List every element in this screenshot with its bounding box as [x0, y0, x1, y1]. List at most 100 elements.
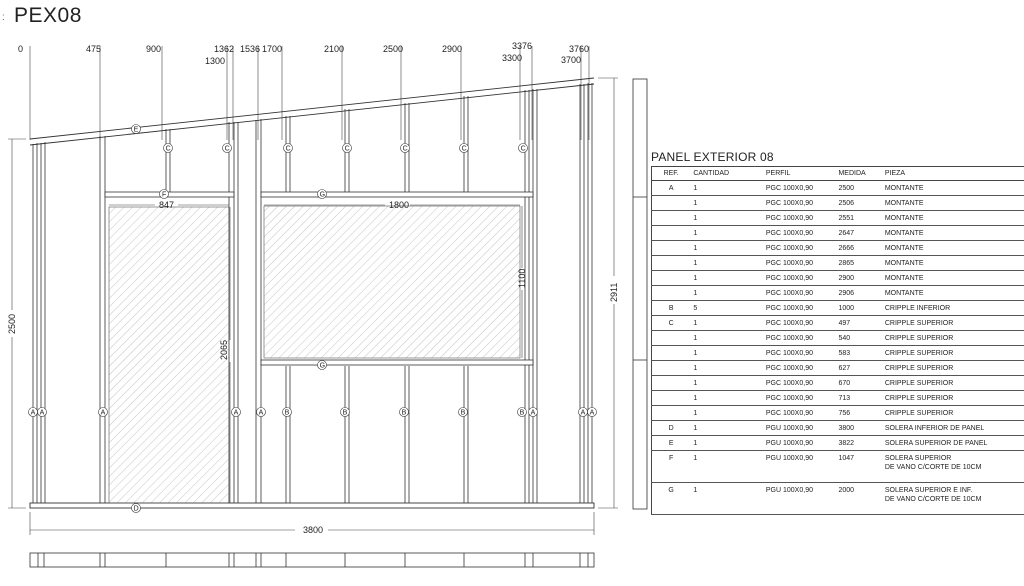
- dim-left-height: 2500: [7, 314, 17, 334]
- dim-top-900: 900: [146, 44, 161, 54]
- opening1-header-f: [104, 191, 235, 198]
- svg-text:A: A: [234, 410, 239, 417]
- dim-opening2-height: 1100: [517, 269, 527, 288]
- cell-ref: [651, 210, 691, 226]
- cell-profile: PGC 100X0,90: [762, 375, 836, 391]
- cell-qty: 1: [690, 420, 763, 436]
- cell-profile: PGU 100X0,90: [762, 435, 836, 451]
- cell-ref: D: [651, 420, 691, 436]
- cell-ref: [651, 345, 691, 361]
- svg-text:A: A: [590, 410, 595, 417]
- tag-stud-a-5: A: [256, 407, 266, 417]
- tag-stud-a-8: A: [587, 407, 597, 417]
- cell-size: 2506: [835, 195, 882, 211]
- dim-right-height: 2911: [609, 283, 619, 302]
- dim-top-2500: 2500: [383, 44, 403, 54]
- bottom-plate-d: [29, 502, 595, 509]
- svg-text:G: G: [320, 363, 325, 370]
- cell-qty: 1: [690, 345, 763, 361]
- cell-qty: 1: [690, 315, 763, 331]
- cell-profile: PGC 100X0,90: [762, 195, 836, 211]
- cell-piece: CRIPPLE SUPERIOR: [881, 405, 1024, 421]
- cell-ref: [651, 255, 691, 271]
- cell-profile: PGC 100X0,90: [762, 390, 836, 406]
- cell-piece: CRIPPLE SUPERIOR: [881, 360, 1024, 376]
- tag-stud-a-3: A: [98, 407, 108, 417]
- cell-profile: PGC 100X0,90: [762, 210, 836, 226]
- svg-text:A: A: [40, 410, 45, 417]
- cell-size: 627: [835, 360, 882, 376]
- tag-cripple-b-1: B: [282, 407, 292, 417]
- svg-text:C: C: [166, 146, 171, 153]
- cell-piece: CRIPPLE SUPERIOR: [881, 345, 1024, 361]
- svg-text:C: C: [403, 146, 408, 153]
- part-tags: E D F G G C C C C C C C A A A A A B B B …: [28, 124, 597, 513]
- dim-top-1300: 1300: [205, 56, 225, 66]
- dim-opening2-width: 1800: [389, 200, 409, 210]
- cell-piece: CRIPPLE SUPERIOR: [881, 330, 1024, 346]
- cell-piece: SOLERA SUPERIOR E INF.DE VANO C/CORTE DE…: [881, 482, 1024, 515]
- cell-size: 670: [835, 375, 882, 391]
- cell-profile: PGC 100X0,90: [762, 270, 836, 286]
- panel-code-title: PEX08: [14, 4, 82, 27]
- cell-qty: 1: [690, 405, 763, 421]
- tag-stud-a-7: A: [578, 407, 588, 417]
- cell-ref: B: [651, 300, 691, 316]
- overall-width-dim: [29, 512, 595, 535]
- cell-size: 3800: [835, 420, 882, 436]
- left-height-dim: [8, 138, 26, 509]
- cell-qty: 1: [690, 270, 763, 286]
- cell-size: 2551: [835, 210, 882, 226]
- cell-profile: PGC 100X0,90: [762, 405, 836, 421]
- cell-qty: 5: [690, 300, 763, 316]
- cell-size: 2906: [835, 285, 882, 301]
- cell-qty: 1: [690, 360, 763, 376]
- cell-piece: CRIPPLE INFERIOR: [881, 300, 1024, 316]
- opening2-sill-g: [260, 359, 534, 366]
- svg-text:A: A: [581, 410, 586, 417]
- cell-size: 1047: [835, 450, 882, 483]
- dim-top-2900: 2900: [442, 44, 462, 54]
- svg-text:C: C: [462, 146, 467, 153]
- cell-qty: 1: [690, 255, 763, 271]
- tag-stud-a-2: A: [37, 407, 47, 417]
- cell-profile: PGC 100X0,90: [762, 315, 836, 331]
- opening1-hatch: [108, 206, 230, 504]
- cell-piece: MONTANTE: [881, 195, 1024, 211]
- cell-qty: 1: [690, 375, 763, 391]
- cell-profile: PGC 100X0,90: [762, 225, 836, 241]
- top-extension-lines: [29, 46, 590, 140]
- cell-profile: PGU 100X0,90: [762, 482, 836, 515]
- tag-bottom-plate-d: D: [131, 503, 141, 513]
- cell-piece: MONTANTE: [881, 180, 1024, 196]
- tag-cripple-c-2: C: [222, 143, 232, 153]
- cell-profile: PGC 100X0,90: [762, 300, 836, 316]
- tag-cripple-b-5: B: [517, 407, 527, 417]
- table-header-row: REF. CANTIDAD PERFIL MEDIDA PIEZA: [651, 166, 1024, 181]
- cell-piece: MONTANTE: [881, 225, 1024, 241]
- cell-piece: MONTANTE: [881, 270, 1024, 286]
- cell-piece: MONTANTE: [881, 240, 1024, 256]
- header-perfil: PERFIL: [762, 166, 836, 181]
- lower-cripples: [285, 366, 469, 503]
- cell-size: 1000: [835, 300, 882, 316]
- cell-size: 756: [835, 405, 882, 421]
- cell-profile: PGC 100X0,90: [762, 285, 836, 301]
- cell-profile: PGC 100X0,90: [762, 180, 836, 196]
- cell-qty: 1: [690, 210, 763, 226]
- cell-ref: [651, 195, 691, 211]
- cell-qty: 1: [690, 180, 763, 196]
- bottom-plan-strip: [29, 552, 595, 568]
- cell-ref: F: [651, 450, 691, 483]
